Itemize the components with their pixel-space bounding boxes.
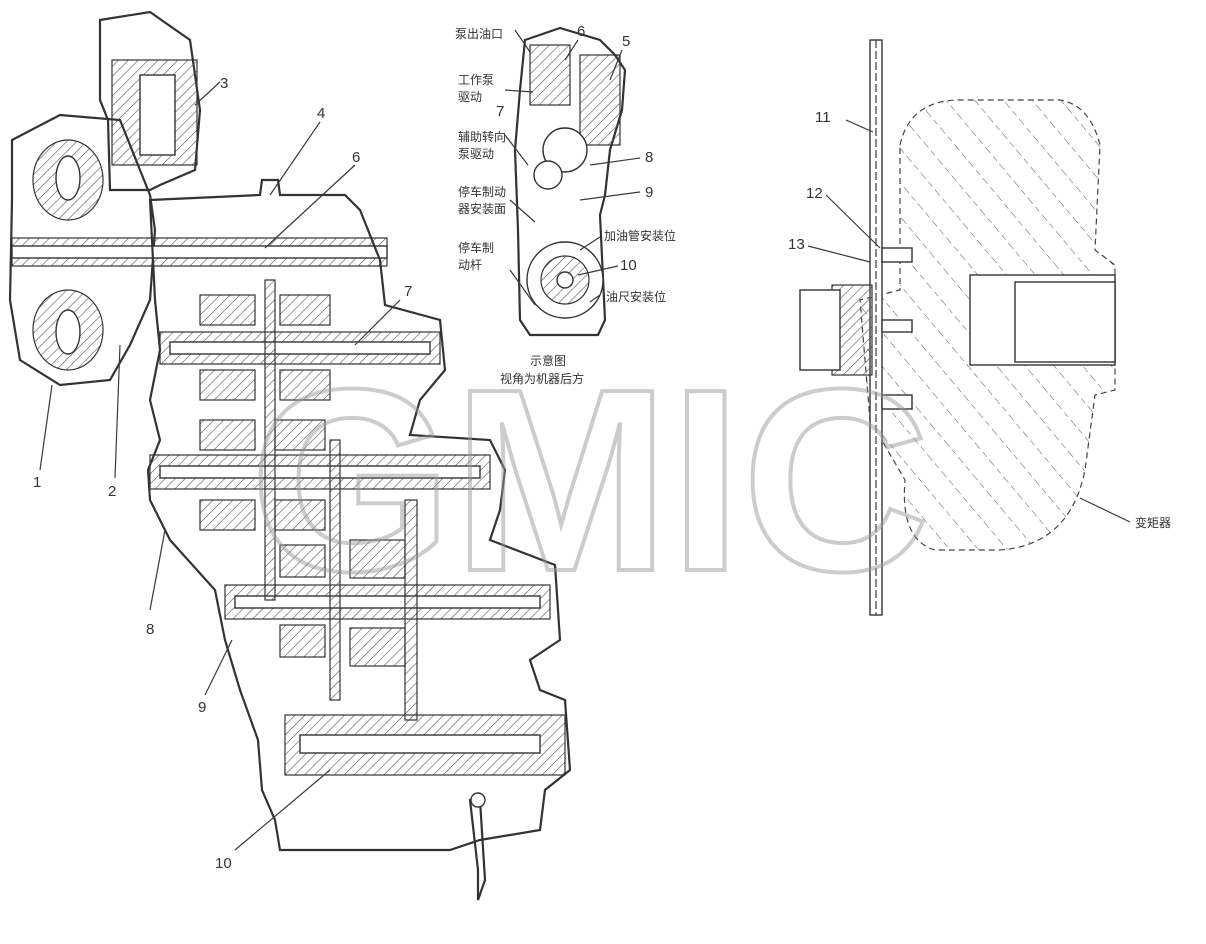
clutch-pack-1d <box>279 369 331 401</box>
main-leaders <box>39 81 401 851</box>
inset-callout-6: 6 <box>577 23 585 40</box>
output-shaft-bore <box>299 734 541 754</box>
converter-label: 变矩器 <box>1135 515 1171 530</box>
inset-work-pump-1: 工作泵 <box>458 73 494 87</box>
inset-callout-5: 5 <box>622 33 630 50</box>
inset-callout-7: 7 <box>496 103 504 120</box>
inset-dipstick: 油尺安装位 <box>606 289 666 304</box>
callout-8: 8 <box>146 621 154 638</box>
adapter-shaft <box>799 289 841 371</box>
clutch-pack-3c <box>279 624 326 658</box>
clutch-pack-1a <box>199 294 256 326</box>
inset-caption-2: 视角为机器后方 <box>500 371 584 386</box>
inset-gear-2 <box>533 160 563 190</box>
inset-aux-steer-2: 泵驱动 <box>458 147 494 161</box>
callout-2: 2 <box>108 483 116 500</box>
lever-pivot <box>470 792 486 808</box>
main-callouts: 1 2 3 4 6 7 8 9 10 <box>33 75 412 872</box>
inset-gear-1 <box>542 127 588 173</box>
clutch-pack-1b <box>279 294 331 326</box>
bolt-mid <box>881 319 913 333</box>
inset-park-brake-2: 器安装面 <box>458 201 506 216</box>
inset-park-lever-2: 动杆 <box>458 258 482 272</box>
inset-callout-9: 9 <box>645 184 653 201</box>
callout-9: 9 <box>198 699 206 716</box>
inset-callout-10: 10 <box>620 257 637 274</box>
clutch-pack-1c <box>199 369 256 401</box>
inset-park-lever-1: 停车制 <box>458 240 494 255</box>
parking-lever <box>468 798 487 901</box>
converter-upper-core <box>55 155 81 201</box>
callout-7: 7 <box>404 283 412 300</box>
inset-caption-1: 示意图 <box>530 353 566 368</box>
clutch-pack-3d <box>349 627 406 667</box>
right-callout-13: 13 <box>788 236 805 253</box>
shaft-2-bore <box>159 465 481 479</box>
inset-park-brake-1: 停车制动 <box>458 184 506 199</box>
inset-fill-pipe: 加油管安装位 <box>604 228 676 243</box>
callout-10: 10 <box>215 855 232 872</box>
svg-text:GMIC: GMIC <box>250 336 930 626</box>
gear-web-2 <box>329 439 341 701</box>
inset-pump-body <box>529 44 571 106</box>
inset-aux-steer-1: 辅助转向 <box>458 129 506 144</box>
converter-lower-core <box>55 309 81 355</box>
right-callout-11: 11 <box>815 109 831 126</box>
callout-4: 4 <box>317 105 325 122</box>
inset-flange-center <box>556 271 574 289</box>
converter-housing <box>8 113 157 387</box>
bolt-upper <box>881 247 913 263</box>
gearbox-casing <box>146 178 572 852</box>
main-section-view <box>8 10 572 901</box>
callout-6: 6 <box>352 149 360 166</box>
clutch-pack-2a <box>199 419 256 451</box>
shaft-1-bore <box>169 341 431 355</box>
callout-3: 3 <box>220 75 228 92</box>
gear-web-1 <box>264 279 276 601</box>
inset-callout-8: 8 <box>645 149 653 166</box>
callout-1: 1 <box>33 474 41 491</box>
pump-housing <box>98 10 202 192</box>
pump-shaft <box>139 74 176 156</box>
bolt-lower <box>881 394 913 410</box>
right-view: 11 12 13 变矩器 <box>788 39 1171 616</box>
gear-web-3 <box>404 499 418 721</box>
inset-housing <box>513 26 627 337</box>
clutch-pack-2c <box>199 499 256 531</box>
shaft-3-bore <box>234 595 541 609</box>
converter-hub-inner <box>1014 281 1116 363</box>
inset-valve-body <box>579 54 621 146</box>
input-shaft-bore <box>11 245 388 259</box>
inset-pump-outlet: 泵出油口 <box>455 27 503 41</box>
inset-work-pump-2: 驱动 <box>458 90 482 104</box>
clutch-pack-2b <box>274 419 326 451</box>
inset-view: 泵出油口 工作泵 驱动 辅助转向 泵驱动 停车制动 器安装面 停车制 动杆 加油… <box>455 23 676 386</box>
right-callout-12: 12 <box>806 185 823 202</box>
watermark-logo: GMIC <box>248 334 932 628</box>
clutch-pack-3a <box>279 544 326 578</box>
